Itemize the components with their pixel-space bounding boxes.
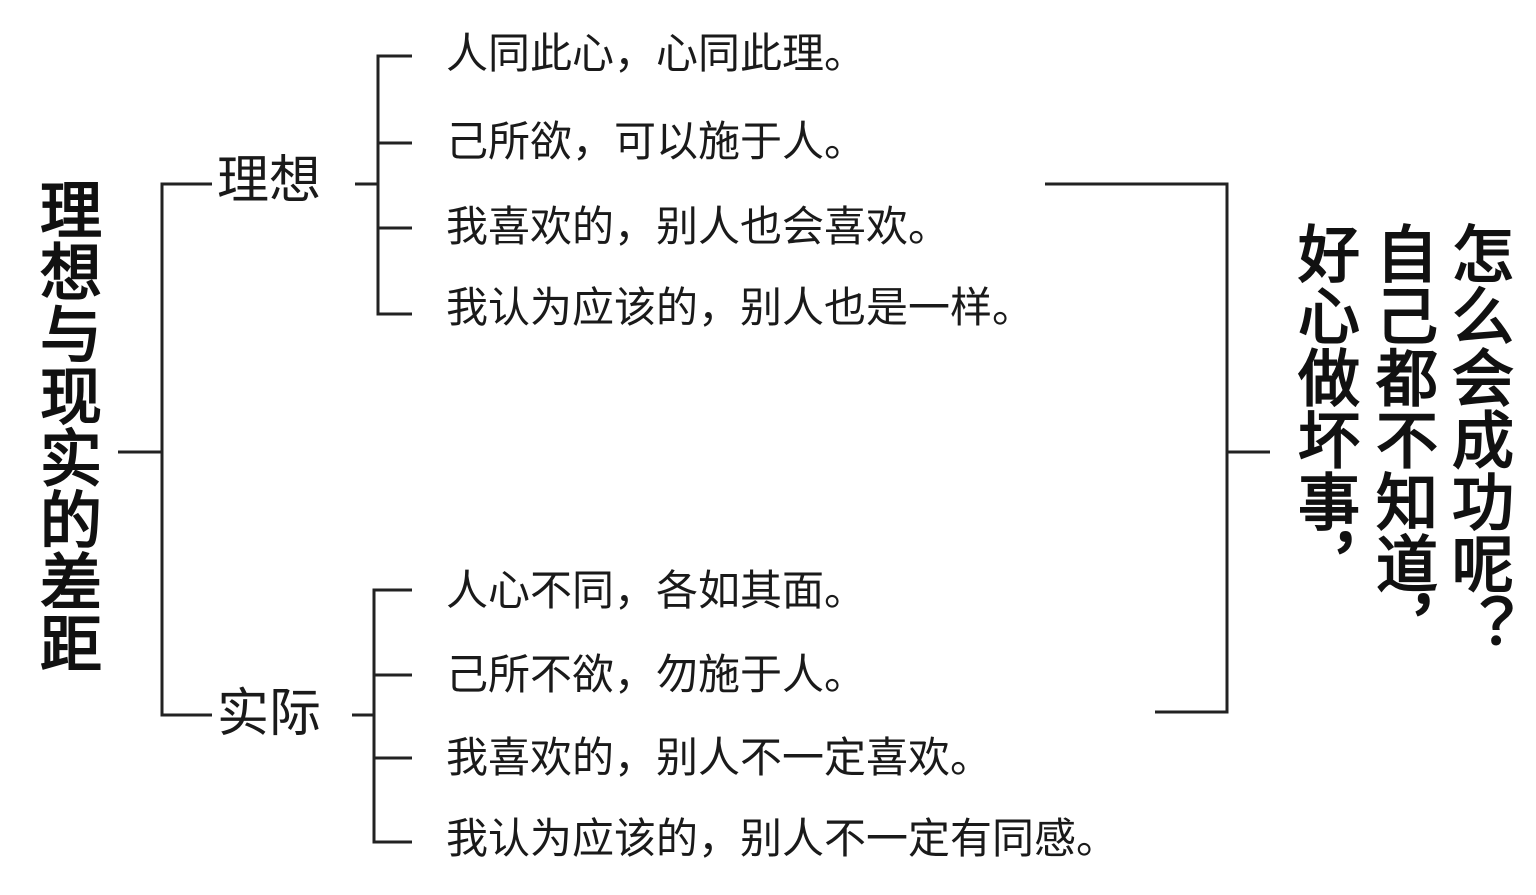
conclusion-line-1: 怎么会成功呢？ <box>1441 222 1514 656</box>
branch-label-reality: 实际 <box>217 684 322 744</box>
leaf-ideal-1: 人同此心，心同此理。 <box>446 29 867 78</box>
branch-label-ideal: 理想 <box>217 151 322 211</box>
conclusion-line-3: 好心做坏事， <box>1287 222 1360 594</box>
leaf-reality-3: 我喜欢的，别人不一定喜欢。 <box>446 733 993 782</box>
leaf-reality-2: 己所不欲，勿施于人。 <box>446 650 867 699</box>
leaf-reality-1: 人心不同，各如其面。 <box>446 566 867 615</box>
leaf-ideal-4: 我认为应该的，别人也是一样。 <box>446 283 1035 332</box>
conclusion-line-2: 自己都不知道， <box>1365 222 1438 656</box>
leaf-reality-4: 我认为应该的，别人不一定有同感。 <box>446 814 1119 863</box>
leaf-ideal-2: 己所欲，可以施于人。 <box>446 117 867 166</box>
leaf-ideal-3: 我喜欢的，别人也会喜欢。 <box>446 202 951 251</box>
root-label: 理想与现实的差距 <box>29 178 102 674</box>
